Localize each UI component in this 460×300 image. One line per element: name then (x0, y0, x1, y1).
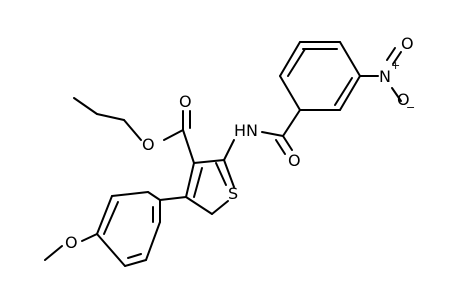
bond (185, 196, 213, 215)
bond (81, 233, 98, 242)
atom-label-o: O (288, 151, 301, 170)
atom-label-o: O (142, 135, 155, 154)
bond (282, 109, 301, 137)
charge-plus: + (391, 59, 400, 72)
atom-label-s: S (228, 184, 238, 203)
bond (96, 195, 113, 235)
bond (163, 129, 184, 141)
propyl-chain (73, 97, 142, 141)
methoxyphenyl-ring (96, 191, 187, 267)
atom-label-o: O (65, 233, 78, 252)
nitrophenyl-ring (279, 41, 361, 111)
bond (279, 75, 301, 111)
methoxy-group: O (44, 233, 98, 261)
bond (123, 119, 142, 141)
atom-label-nh: HN (234, 121, 258, 140)
bond (96, 233, 126, 267)
atom-label-o: O (401, 34, 414, 53)
bond (282, 135, 293, 151)
bond (392, 51, 402, 65)
bond (185, 162, 195, 198)
amide-group: O HN (234, 109, 301, 170)
bond (193, 167, 203, 198)
nitro-group: O N + O − (359, 34, 415, 114)
bond (103, 201, 119, 235)
bond (386, 47, 396, 61)
atom-label-n: N (379, 67, 391, 86)
bond (145, 221, 161, 261)
bond (391, 87, 402, 102)
bond (124, 259, 147, 267)
bond (127, 253, 142, 259)
thiophene-ring: S (185, 139, 238, 215)
bond (339, 75, 361, 111)
bond (275, 139, 286, 155)
bond (111, 191, 149, 197)
bond (147, 191, 161, 201)
bond (159, 196, 187, 201)
bond (334, 77, 353, 106)
bond (211, 200, 229, 215)
atom-label-o: O (179, 92, 192, 111)
bond (223, 139, 235, 161)
ester-group: O O (142, 92, 195, 164)
bond (261, 131, 284, 137)
bond (44, 245, 63, 261)
bond (182, 129, 195, 164)
charge-minus: − (406, 101, 415, 114)
bond (223, 159, 235, 188)
bond (193, 159, 225, 164)
bond (96, 113, 125, 121)
atom-label-o: O (397, 90, 410, 109)
bond (279, 41, 301, 77)
bond (215, 162, 227, 186)
bond (287, 48, 306, 77)
bond (339, 41, 361, 77)
bond (73, 97, 98, 115)
